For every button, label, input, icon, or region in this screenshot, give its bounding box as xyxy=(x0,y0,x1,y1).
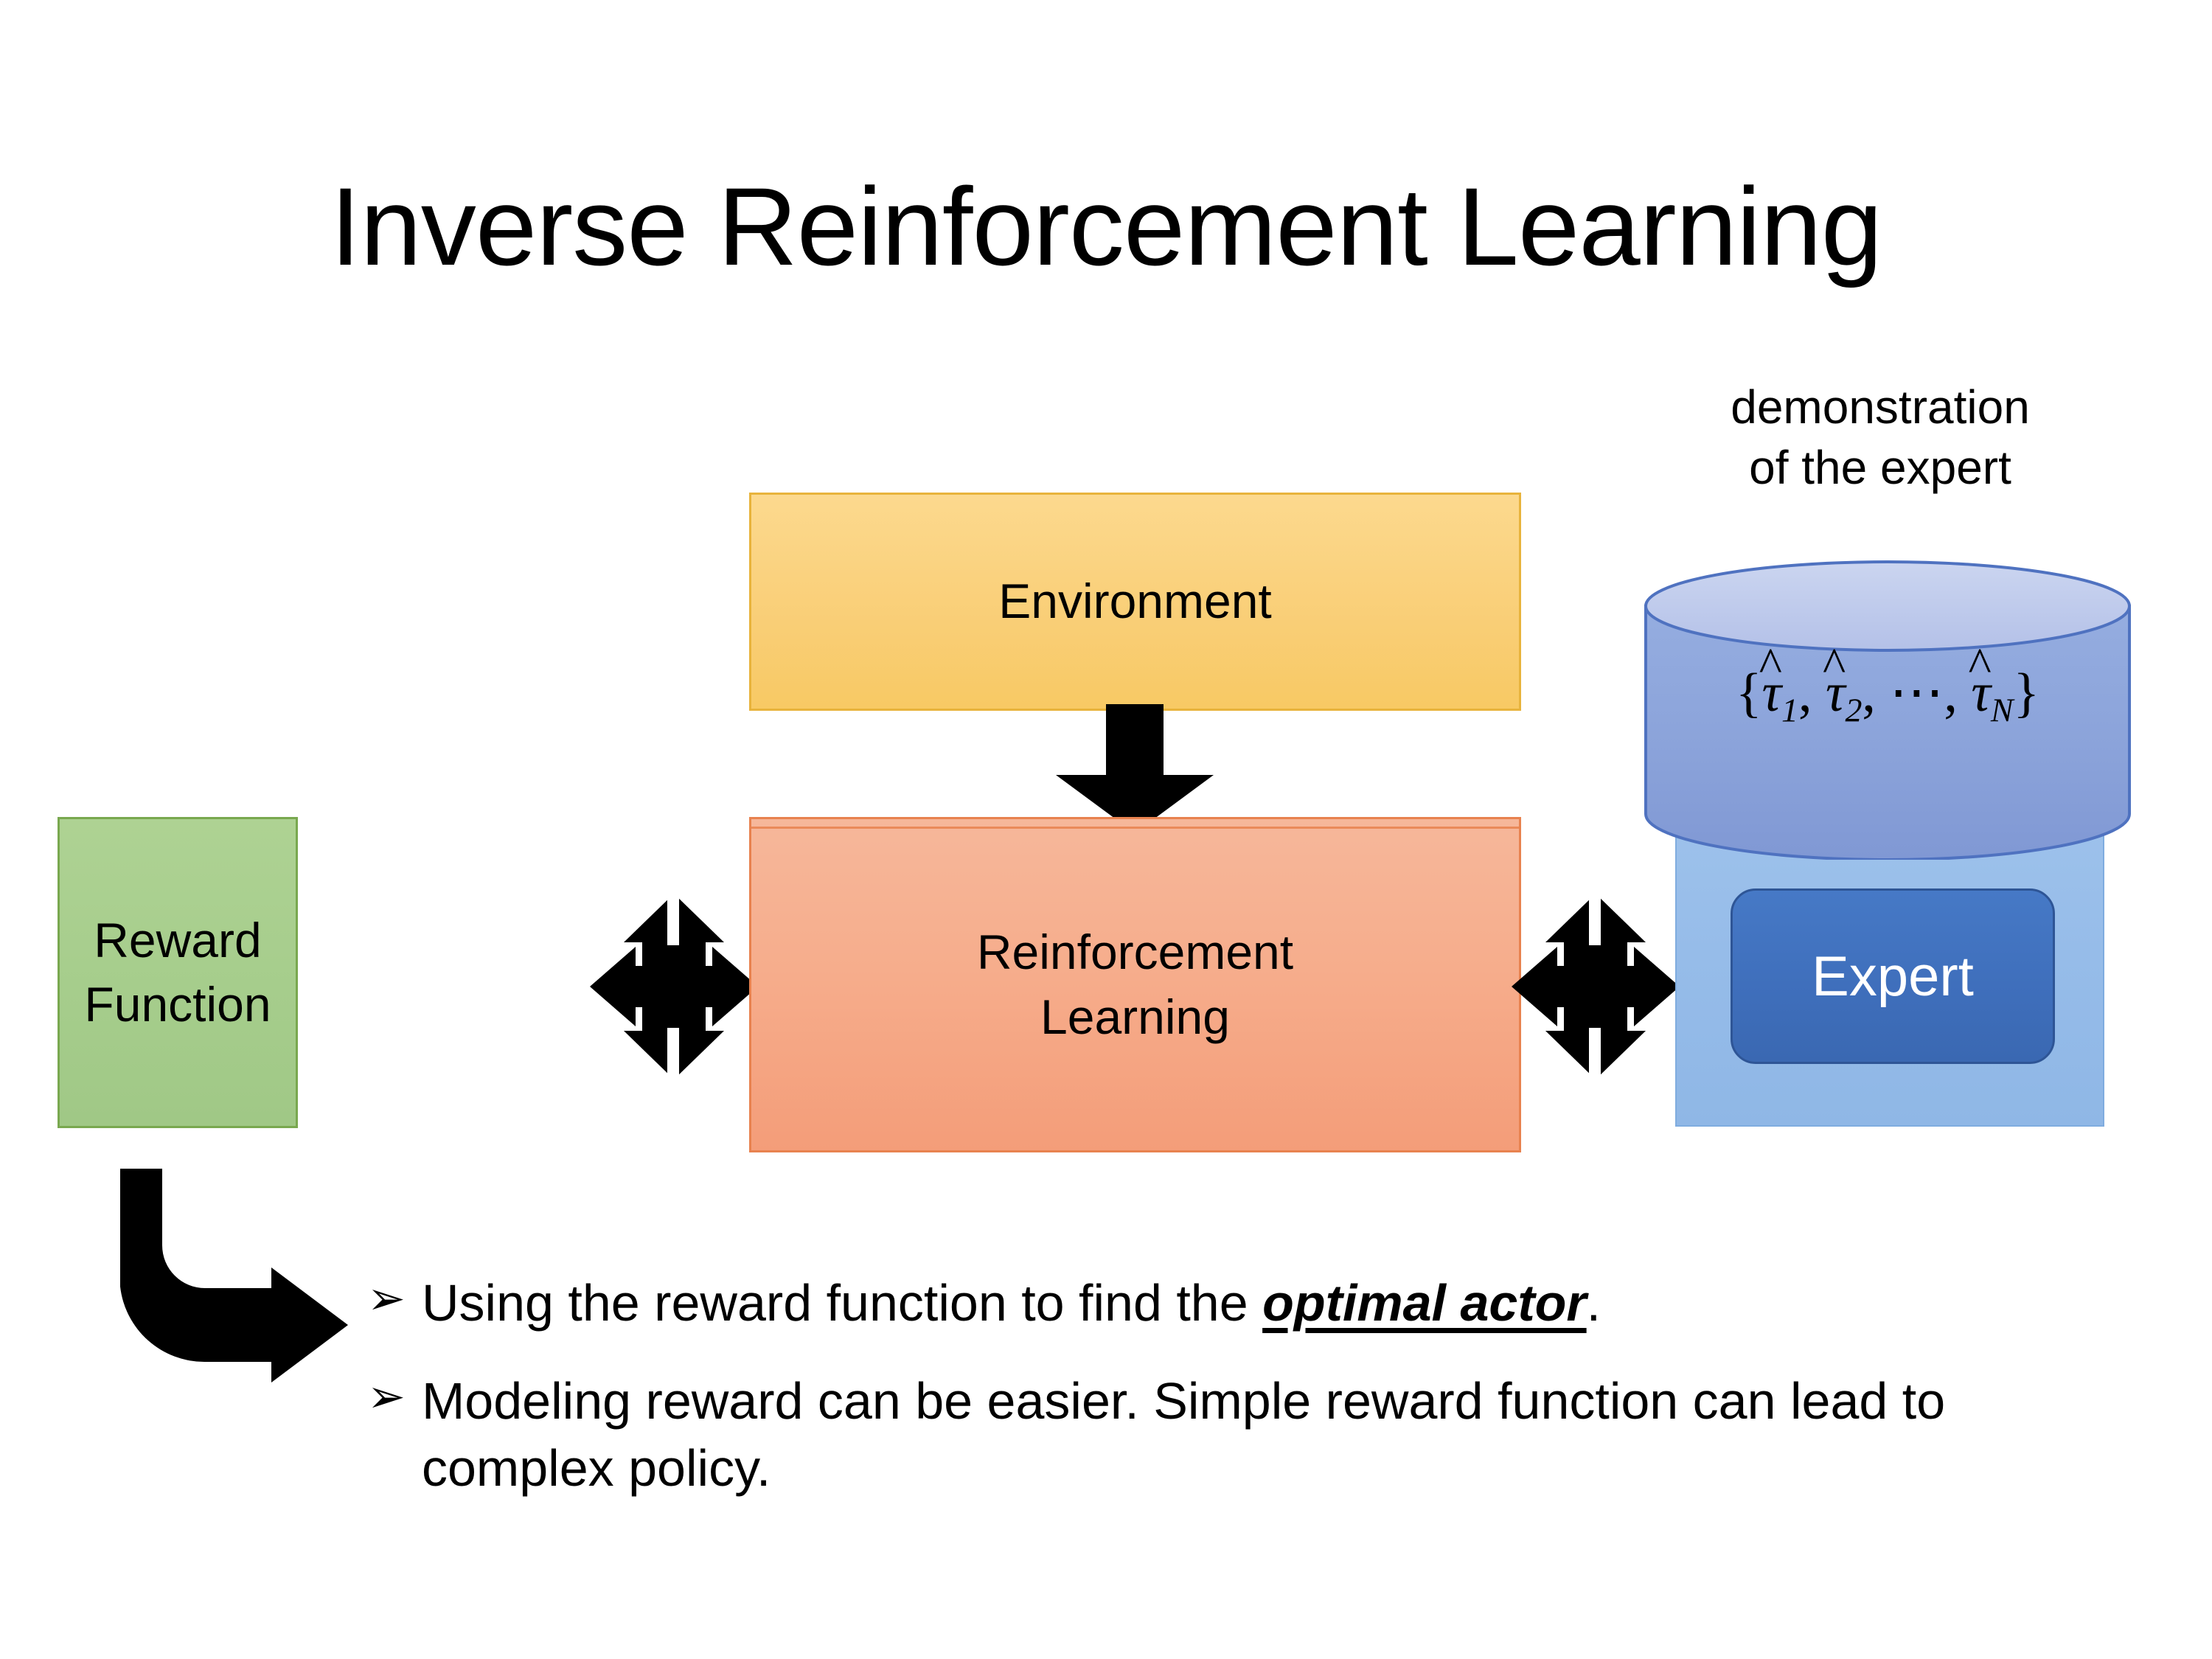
formula-hat-3: ^ xyxy=(1968,638,1992,692)
demonstration-caption-line1: demonstration xyxy=(1731,380,2030,434)
node-reward-function[interactable]: Reward Function xyxy=(58,817,298,1128)
list-item: ➢ Using the reward function to find the … xyxy=(367,1270,2085,1337)
formula-sub-1: 1 xyxy=(1781,691,1798,729)
node-environment[interactable]: Environment xyxy=(749,493,1521,711)
down-arrow-icon xyxy=(1056,704,1214,833)
database-cylinder-icon xyxy=(1644,560,2131,860)
bullet-2-prefix: Modeling reward can be easier. Simple re… xyxy=(422,1372,1946,1497)
bullet-arrow-icon: ➢ xyxy=(367,1273,406,1324)
node-environment-label: Environment xyxy=(998,574,1272,629)
node-rl-label: Reinforcement Learning xyxy=(977,920,1293,1048)
formula-tau-3: τ xyxy=(1971,663,1991,723)
trajectory-set-formula: {^τ1, ^τ2, ⋯, ^τN} xyxy=(1644,639,2131,730)
formula-hat-1: ^ xyxy=(1759,638,1782,692)
reward-label-line2: Function xyxy=(84,977,271,1032)
elbow-arrow-icon xyxy=(111,1169,361,1382)
node-expert-label: Expert xyxy=(1812,945,1974,1008)
bullet-1-suffix: . xyxy=(1586,1274,1601,1332)
formula-sub-N: N xyxy=(1990,691,2014,729)
rl-label-line2: Learning xyxy=(1040,989,1230,1044)
reward-label-line1: Reward xyxy=(94,912,262,967)
bullet-arrow-icon: ➢ xyxy=(367,1371,406,1422)
bullet-1-prefix: Using the reward function to find the xyxy=(422,1274,1263,1332)
formula-tau-1: τ xyxy=(1761,663,1782,723)
bidirectional-arrow-icon-right xyxy=(1512,894,1680,1079)
bullet-text-2: Modeling reward can be easier. Simple re… xyxy=(422,1368,2085,1502)
formula-hat-2: ^ xyxy=(1823,638,1846,692)
node-reward-function-label: Reward Function xyxy=(84,908,271,1037)
demonstration-caption-line2: of the expert xyxy=(1749,440,2011,494)
bullet-1-emphasis: optimal actor xyxy=(1262,1274,1587,1332)
bullet-text-1: Using the reward function to find the op… xyxy=(422,1270,2085,1337)
formula-comma-1: , xyxy=(1798,663,1812,723)
formula-comma-2: , xyxy=(1862,663,1876,723)
list-item: ➢ Modeling reward can be easier. Simple … xyxy=(367,1368,2085,1502)
demonstration-caption: demonstration of the expert xyxy=(1630,378,2131,498)
formula-close-brace: } xyxy=(2013,663,2040,723)
bidirectional-arrow-icon-left xyxy=(590,894,758,1079)
formula-sub-2: 2 xyxy=(1845,691,1863,729)
slide-title: Inverse Reinforcement Learning xyxy=(330,164,1883,288)
formula-ellipsis: ⋯ xyxy=(1889,663,1944,723)
node-expert[interactable]: Expert xyxy=(1731,888,2055,1064)
formula-comma-3: , xyxy=(1944,663,1958,723)
rl-label-line1: Reinforcement xyxy=(976,925,1294,980)
node-reinforcement-learning[interactable]: Reinforcement Learning xyxy=(749,817,1521,1152)
formula-tau-2: τ xyxy=(1825,663,1846,723)
bullet-list: ➢ Using the reward function to find the … xyxy=(367,1270,2085,1533)
formula-open-brace: { xyxy=(1735,663,1762,723)
